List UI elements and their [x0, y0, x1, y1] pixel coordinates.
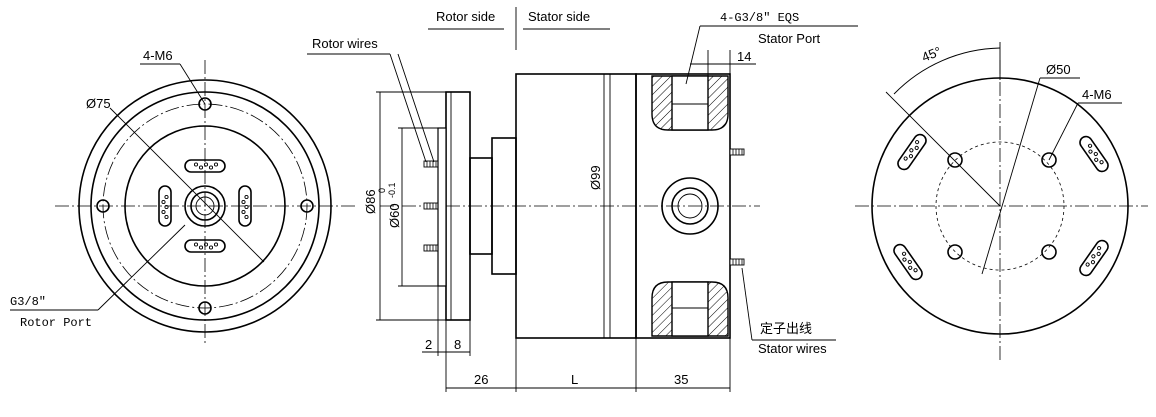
bolt-label-leader [179, 63, 206, 105]
dim-8-label: 8 [454, 337, 461, 352]
diameter-75-leader [109, 107, 265, 263]
stator-port-size: 4-G3/8″ EQS [720, 11, 799, 25]
rotor-wires-leader-2 [397, 53, 435, 163]
left-bolt-hole-top [198, 97, 212, 111]
dim-99-label: Ø99 [588, 165, 603, 190]
diameter-50-leader [981, 77, 1041, 275]
left-bolt-hole-right [300, 199, 314, 213]
stator-housing [635, 73, 731, 339]
diameter-50-label: Ø50 [1046, 62, 1071, 77]
right-bolt-circle [935, 141, 1065, 271]
dim-86-label: Ø86 [363, 189, 378, 214]
right-bolt-label: 4-M6 [1082, 87, 1112, 102]
right-slot-tl [894, 131, 930, 173]
dim-60-label: Ø60 [387, 203, 402, 228]
left-outer-flange [78, 79, 332, 333]
rotor-wire-pin-2 [423, 202, 439, 210]
center-port-mid [671, 187, 709, 225]
stator-wire-pin-2 [729, 258, 745, 266]
dim-2-label: 2 [425, 337, 432, 352]
center-port-inner [677, 193, 703, 219]
stator-wire-pin-1 [729, 148, 745, 156]
right-bolt-hole-tr [1041, 152, 1057, 168]
right-slot-tr [1076, 133, 1112, 175]
dim-14-label: 14 [737, 49, 751, 64]
left-flange-ring [90, 91, 320, 321]
center-port-outer [661, 177, 719, 235]
dim-L-label: L [571, 372, 578, 387]
rotor-port-leader [97, 224, 186, 311]
right-slot-br [1076, 237, 1112, 279]
stator-port-top-bore [671, 75, 709, 131]
right-end-view: 45° Ø50 4-M6 [855, 42, 1148, 360]
left-bolt-hole-left [96, 199, 110, 213]
right-bolt-label-leader [1048, 102, 1079, 161]
stator-wires-cn-label: 定子出线 [760, 322, 812, 337]
dim-60-tol-lower: -0.1 [387, 182, 397, 198]
right-bolt-hole-bl [947, 244, 963, 260]
dim-35-label: 35 [674, 372, 688, 387]
angle-arc [893, 47, 1001, 95]
rotor-port-name: Rotor Port [20, 316, 92, 330]
rotor-side-label: Rotor side [436, 9, 495, 24]
rotor-port-thread [195, 196, 215, 216]
rotor-wire-pin-3 [423, 244, 439, 252]
rotor-port-inner [190, 191, 220, 221]
stator-port-bottom-bore [671, 281, 709, 337]
dim-26-label: 26 [474, 372, 488, 387]
dim-60-tol-upper: 0 [377, 188, 387, 193]
side-view: Rotor wires 4-G3/8″ EQS Stator Port 14 Ø… [307, 11, 858, 392]
rotor-wires-label: Rotor wires [312, 36, 378, 51]
right-bolt-hole-tl [947, 152, 963, 168]
stator-port-leader [685, 25, 701, 85]
rotor-port-outer [184, 185, 226, 227]
left-body [124, 125, 286, 287]
angle-ray [885, 91, 1001, 207]
right-bolt-hole-br [1041, 244, 1057, 260]
rotor-wires-leader-1 [389, 53, 427, 163]
side-header: Rotor side Stator side [428, 7, 610, 50]
stator-wires-leader [741, 267, 753, 341]
left-bolt-hole-bottom [198, 301, 212, 315]
angle-label: 45° [920, 44, 944, 65]
stator-side-label: Stator side [528, 9, 590, 24]
diameter-75-label: Ø75 [86, 96, 111, 111]
rotor-wire-block [437, 127, 447, 287]
right-slot-bl [890, 241, 926, 283]
rotor-port-size: G3/8″ [10, 295, 46, 309]
stator-wires-label: Stator wires [758, 341, 827, 356]
bolt-label-left: 4-M6 [143, 48, 173, 63]
left-end-view: Ø75 4-M6 G3/8″ Rotor Port [10, 48, 355, 345]
stator-port-name: Stator Port [758, 31, 821, 46]
